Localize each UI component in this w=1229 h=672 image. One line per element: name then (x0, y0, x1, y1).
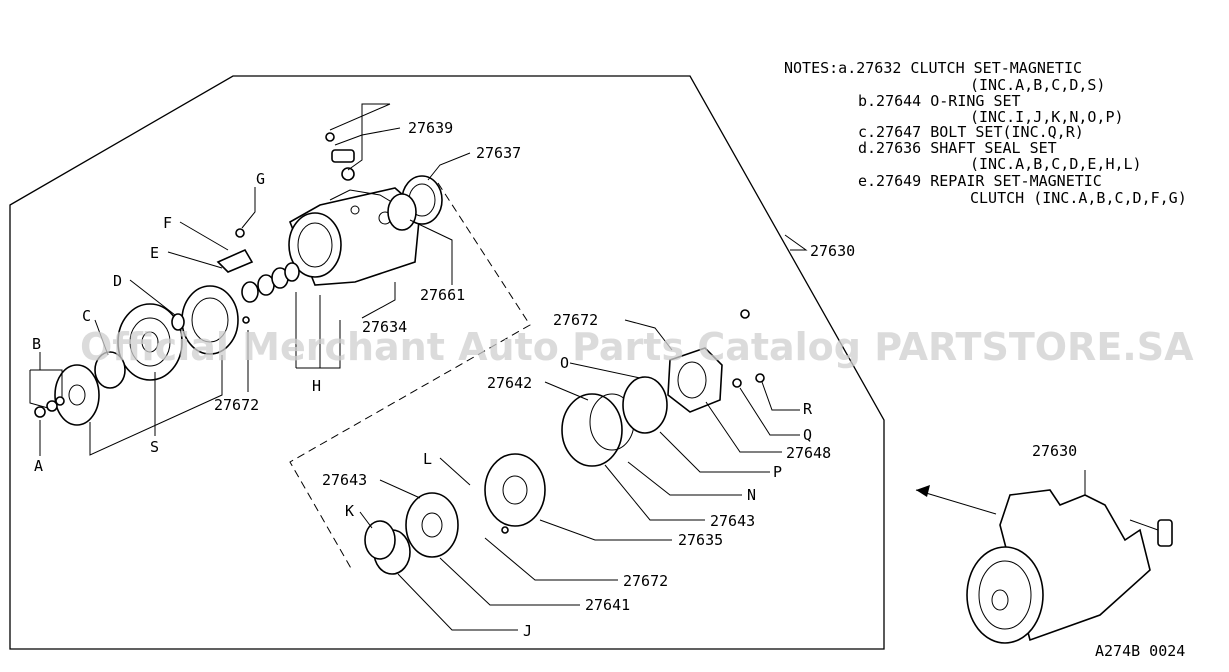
callout-27672-pin: 27672 (214, 396, 259, 414)
callout-27630-inset: 27630 (1032, 442, 1077, 460)
callout-27630: 27630 (810, 242, 855, 260)
callout-27641: 27641 (585, 596, 630, 614)
o-ring-k-part (364, 520, 396, 560)
washer-b2-part (55, 396, 65, 406)
watermark-text: Official Merchant Auto Parts Catalog PAR… (80, 325, 1194, 369)
callout-j: J (523, 622, 532, 640)
callout-g: G (256, 170, 265, 188)
cylinder-block-part (484, 453, 546, 527)
callout-27639: 27639 (408, 119, 453, 137)
note-d-line2: (INC.A,B,C,D,E,H,L) (970, 155, 1142, 173)
callout-27661: 27661 (420, 286, 465, 304)
callout-d: D (113, 272, 122, 290)
clutch-coil-part (117, 303, 183, 381)
callout-k: K (345, 502, 354, 520)
note-e-line2: CLUTCH (INC.A,B,C,D,F,G) (970, 189, 1187, 207)
shim-d-part (171, 313, 185, 331)
callout-a: A (34, 457, 43, 475)
o-ring-27661-part (387, 193, 417, 231)
shaft-seal-parts (241, 262, 300, 303)
note-d-line1: d.27636 SHAFT SEAL SET (858, 139, 1057, 157)
callout-27635: 27635 (678, 531, 723, 549)
note-c-line1: c.27647 BOLT SET(INC.Q,R) (858, 123, 1084, 141)
callout-f: F (163, 214, 172, 232)
callout-s: S (150, 438, 159, 456)
leader-lines (29, 103, 808, 631)
notes-block: NOTES:a.27632 CLUTCH SET-MAGNETIC (INC.A… (784, 59, 1187, 207)
callout-27648: 27648 (786, 444, 831, 462)
callout-n: N (747, 486, 756, 504)
nut-a-part (34, 406, 46, 418)
callout-27643-rear: 27643 (710, 512, 755, 530)
callout-27643-front: 27643 (322, 471, 367, 489)
pin-27672-part (242, 316, 250, 324)
bracket-f-part (216, 248, 254, 273)
bolt-g-part (235, 228, 245, 238)
note-e-line1: e.27649 REPAIR SET-MAGNETIC (858, 172, 1102, 190)
main-assembly-boundary (9, 75, 885, 650)
callout-c: C (82, 307, 91, 325)
callout-p: P (773, 463, 782, 481)
callout-b: B (32, 335, 41, 353)
callout-27642: 27642 (487, 374, 532, 392)
rear-cover-27648-part (667, 347, 723, 413)
snap-ring-c-part (94, 351, 126, 389)
note-a-line2: (INC.A,B,C,D,S) (970, 76, 1105, 94)
o-ring-o-part (622, 376, 668, 434)
note-b-line2: (INC.I,J,K,N,O,P) (970, 108, 1124, 126)
internal-subassembly-boundary (289, 182, 531, 571)
washer-b1-part (46, 400, 58, 412)
callout-o: O (560, 354, 569, 372)
location-arrow (915, 485, 997, 515)
washer-q-part (732, 378, 742, 388)
callout-27672-front: 27672 (623, 572, 668, 590)
callout-27634: 27634 (362, 318, 407, 336)
pin-27672c-part (501, 526, 509, 534)
note-b-line1: b.27644 O-RING SET (858, 92, 1021, 110)
assembled-compressor-inset (966, 470, 1173, 644)
callout-e: E (150, 244, 159, 262)
callout-h: H (312, 377, 321, 395)
callout-27672-rear: 27672 (553, 311, 598, 329)
callout-27637: 27637 (476, 144, 521, 162)
note-a-line1: NOTES:a.27632 CLUTCH SET-MAGNETIC (784, 59, 1082, 77)
callout-labels: 27639 27637 G F E D C B A S 27672 H 2763… (32, 119, 1077, 640)
bolt-r1-part (740, 309, 750, 319)
clutch-plate-part (54, 364, 100, 426)
drawing-code: A274B 0024 (1095, 642, 1185, 660)
service-valve-part (325, 132, 355, 181)
callout-q: Q (803, 426, 812, 444)
front-head-part (405, 492, 459, 558)
callout-l: L (423, 450, 432, 468)
bolt-r2-part (755, 373, 765, 383)
callout-r: R (803, 400, 813, 418)
